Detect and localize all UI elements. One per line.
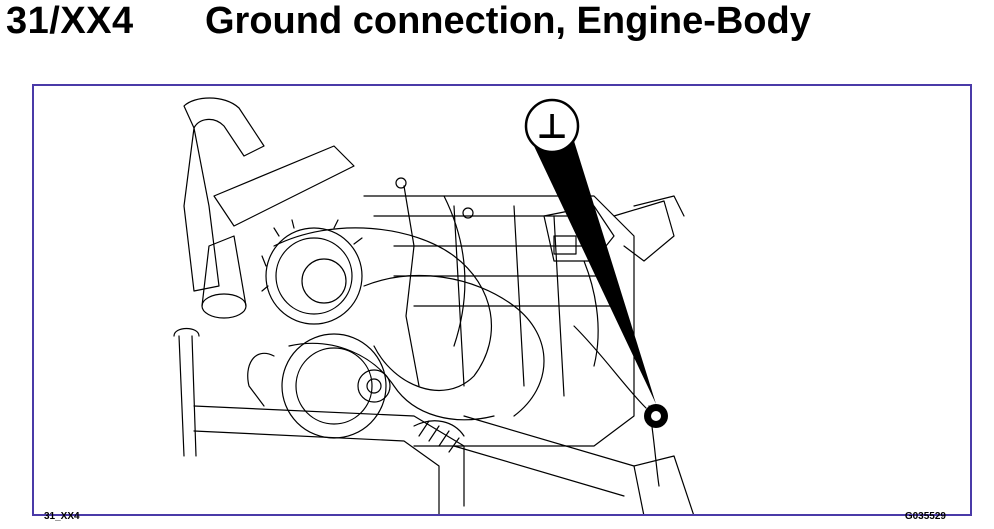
ground-symbol-bubble [524,98,580,154]
callout-leader [534,141,656,404]
figure-id-label: 31_XX4 [44,511,80,522]
connector-code: 31/XX4 [6,0,134,42]
graphic-number-label: G035529 [904,511,946,522]
ground-icon: ⊥ [536,107,567,147]
page-title: Ground connection, Engine-Body [205,0,811,42]
diagram-frame: ⊥ [32,84,972,516]
engine-line-drawing: ⊥ [173,97,694,514]
